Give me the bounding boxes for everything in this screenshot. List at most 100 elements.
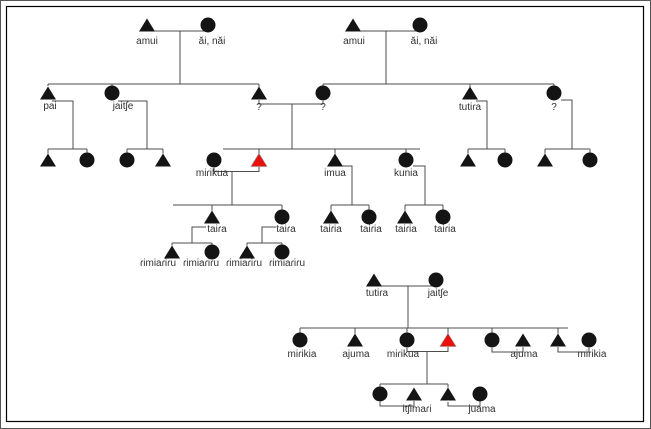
label-ai-nai-left: ăi, năi <box>199 36 226 47</box>
connector-lines <box>47 30 591 407</box>
line-children-of-jaitse <box>118 100 164 154</box>
label-tutira: tutiɾa <box>459 102 482 113</box>
label-jaitse-lower: jaitʃe <box>427 288 449 299</box>
female-symbol-tairia-2 <box>361 209 377 225</box>
label-tairia-3: taiɾia <box>395 224 417 235</box>
male-symbol-brother-2 <box>550 333 566 347</box>
female-symbol-mirikia-spouse <box>581 332 597 348</box>
male-symbol-taira-son <box>204 210 220 224</box>
male-symbol-itshimari <box>406 387 422 401</box>
female-symbol-sister-2 <box>484 332 500 348</box>
female-symbol-pai-daughter <box>79 152 95 168</box>
label-tutira-lower: tutiɾa <box>366 288 389 299</box>
label-ajuma-spouse: ajuma <box>510 349 538 360</box>
male-symbol-ajuma-spouse <box>515 333 531 347</box>
label-rimiariru-4: ɾimiaɾiɾu <box>269 258 305 269</box>
female-symbol-unknown-wife <box>315 85 331 101</box>
label-taira-son: taiɾa <box>207 224 227 235</box>
male-symbol-tutira <box>462 86 478 100</box>
label-unknown-wife: ? <box>320 102 326 113</box>
line-couple-gen1-left <box>147 30 208 84</box>
male-symbol-pai-son <box>40 153 56 167</box>
male-symbol-pai <box>40 86 56 100</box>
label-tairia-2: taiɾia <box>360 224 382 235</box>
male-symbol-unknown-husband <box>251 86 267 100</box>
label-unknown-husband: ? <box>256 102 262 113</box>
female-symbol-ai-nai-left <box>200 17 216 33</box>
female-symbol-mirikia-sister <box>292 332 308 348</box>
female-symbol-ego-daughter <box>372 386 388 402</box>
female-symbol-jaitse <box>104 85 120 101</box>
line-siblings-lower <box>299 327 568 334</box>
kin-term-labels: amui ăi, năi amui ăi, năi pai jaitʃe ? ?… <box>43 36 607 415</box>
line-children-of-taira-son <box>171 226 213 246</box>
label-rimiariru-2: ɾimiaɾiɾu <box>183 258 219 269</box>
line-children-of-ego-lower <box>379 383 449 388</box>
line-marriage-daughter-itshimari <box>379 401 415 407</box>
female-symbol-mirikua-wife <box>206 152 222 168</box>
line-children-of-pai <box>47 100 88 154</box>
line-marriage-brother-mirikia <box>557 347 590 353</box>
line-couple-lower-parents <box>374 285 436 328</box>
ego-male-symbol-lower <box>439 332 457 347</box>
male-symbol-amui-right <box>345 18 361 32</box>
line-children-of-taira-daughter <box>246 226 283 246</box>
label-mirikia-sister: miɾikia <box>288 349 317 360</box>
male-symbol-imua <box>327 153 343 167</box>
female-symbol-rimiariru-2 <box>204 244 220 260</box>
label-taira-daughter: taiɾa <box>276 224 296 235</box>
line-siblings-gen2-left <box>47 83 260 87</box>
male-symbol-tairia-3 <box>397 210 413 224</box>
label-tairia-1: taiɾia <box>320 224 342 235</box>
label-amui-right: amui <box>343 36 365 47</box>
line-marriage-son-juama <box>447 401 481 407</box>
female-symbol-tutira-daughter <box>497 152 513 168</box>
label-ajuma-brother: ajuma <box>342 349 370 360</box>
label-rimiariru-3: ɾimiaɾiɾu <box>226 258 262 269</box>
label-pai: pai <box>43 101 56 112</box>
label-ai-nai-right: ăi, năi <box>411 36 438 47</box>
male-symbol-tutira-lower <box>366 273 382 287</box>
line-children-of-imua <box>330 165 370 211</box>
male-symbol-tairia-1 <box>323 210 339 224</box>
label-mirikia-spouse: miɾikia <box>578 349 607 360</box>
female-symbol-aunt-daughter <box>582 152 598 168</box>
line-children-of-unknown-aunt <box>544 99 591 154</box>
male-symbol-ego-son <box>440 387 456 401</box>
female-symbol-jaitse-lower <box>428 272 444 288</box>
ego-male-symbol-upper <box>250 152 268 167</box>
male-symbol-jaitse-son <box>155 153 171 167</box>
female-symbol-tairia-4 <box>435 209 451 225</box>
label-rimiariru-1: ɾimiaɾiɾu <box>140 258 176 269</box>
female-symbol-unknown-aunt <box>546 85 562 101</box>
label-jaitse: jaitʃe <box>112 101 134 112</box>
female-symbol-taira-daughter <box>274 209 290 225</box>
label-itshimari: itʃimaɾi <box>403 404 432 415</box>
label-tairia-4: taiɾia <box>434 224 456 235</box>
male-symbol-aunt-son <box>537 153 553 167</box>
line-siblings-gen3 <box>223 148 420 154</box>
line-siblings-taira <box>173 204 283 211</box>
male-symbol-amui-left <box>139 18 155 32</box>
male-symbol-tutira-son <box>460 153 476 167</box>
line-children-of-kunia <box>404 165 444 211</box>
label-kunia: kunia <box>394 168 418 179</box>
female-symbol-jaitse-daughter <box>119 152 135 168</box>
female-symbol-rimiariru-4 <box>274 244 290 260</box>
male-symbol-ajuma-brother <box>347 333 363 347</box>
person-symbols <box>40 17 598 402</box>
line-siblings-gen2-right <box>322 83 555 87</box>
line-marriage-unknown-couple <box>258 100 324 149</box>
label-juama: juama <box>467 404 496 415</box>
label-amui-left: amui <box>136 36 158 47</box>
line-children-of-tutira <box>467 100 506 154</box>
male-symbol-rimiariru-3 <box>239 245 255 259</box>
female-symbol-kunia <box>398 152 414 168</box>
female-symbol-ai-nai-right <box>412 17 428 33</box>
female-symbol-juama <box>472 386 488 402</box>
female-symbol-mirikua-lower <box>399 332 415 348</box>
line-marriage-ego-mirikua <box>213 167 260 205</box>
